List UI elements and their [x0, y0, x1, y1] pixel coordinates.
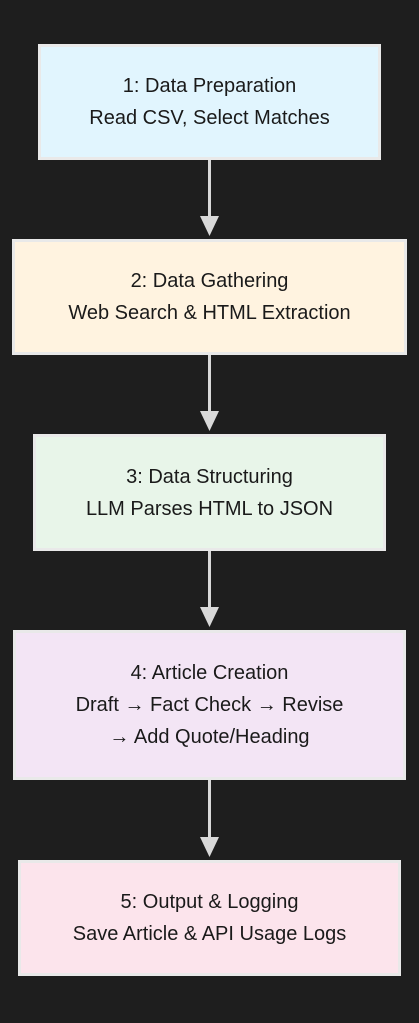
step-data-structuring: 3: Data Structuring LLM Parses HTML to J… — [33, 434, 386, 551]
step-description: Web Search & HTML Extraction — [68, 302, 351, 324]
step-description: Draft → Fact Check → Revise — [75, 694, 344, 716]
step-description: Read CSV, Select Matches — [89, 107, 330, 129]
arrow-2-to-3 — [200, 355, 219, 431]
arrow-3-to-4 — [200, 551, 219, 627]
step-title: 5: Output & Logging — [120, 891, 299, 913]
step-output-logging: 5: Output & Logging Save Article & API U… — [18, 860, 401, 976]
step-data-gathering: 2: Data Gathering Web Search & HTML Extr… — [12, 239, 407, 355]
step-description: LLM Parses HTML to JSON — [85, 497, 334, 520]
step-description-continued: → Add Quote/Heading — [109, 726, 310, 748]
arrow-1-to-2 — [200, 160, 219, 236]
step-data-preparation: 1: Data Preparation Read CSV, Select Mat… — [38, 44, 381, 160]
step-title: 1: Data Preparation — [122, 75, 297, 97]
step-title: 3: Data Structuring — [126, 465, 293, 488]
step-description: Save Article & API Usage Logs — [72, 923, 347, 945]
arrow-4-to-5 — [200, 780, 219, 857]
step-title: 4: Article Creation — [130, 662, 289, 684]
step-title: 2: Data Gathering — [130, 270, 289, 292]
step-article-creation: 4: Article Creation Draft → Fact Check →… — [13, 630, 406, 780]
